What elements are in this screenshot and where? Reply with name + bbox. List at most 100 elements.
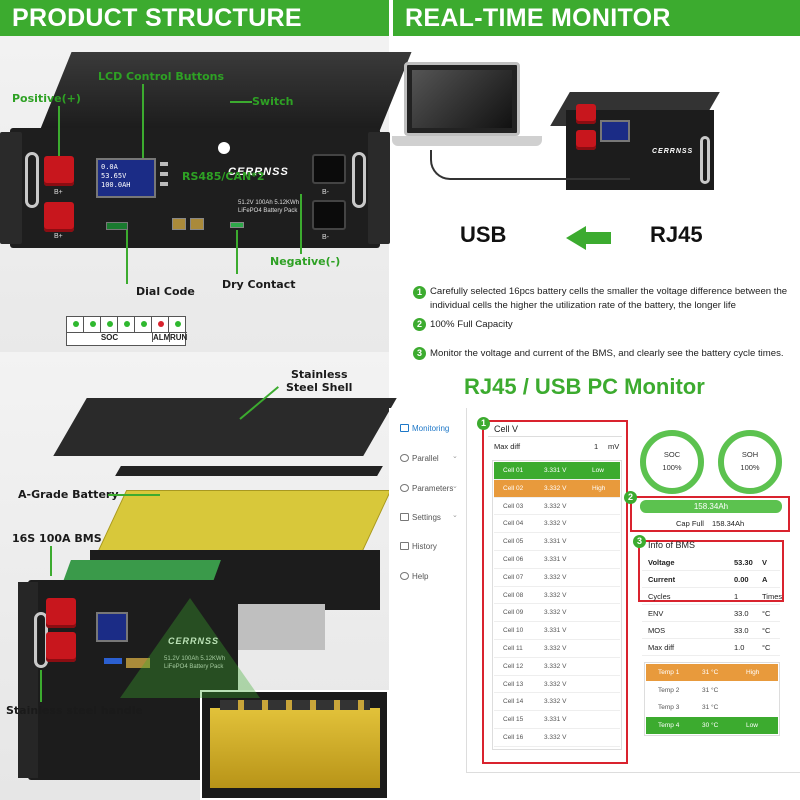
led-dot: [158, 321, 164, 327]
cell-name: Cell 04: [503, 520, 524, 528]
cellv-frame: [482, 420, 628, 764]
negative-terminal-bottom: [312, 200, 346, 230]
leader-switch: [230, 101, 252, 103]
nav-history[interactable]: History: [412, 542, 437, 551]
cell-name: Cell 02: [503, 484, 524, 492]
label-positive: Positive(+): [12, 92, 81, 105]
monitor-pos-1: [576, 104, 596, 124]
bms-row-label: MOS: [648, 626, 666, 635]
chevron-down-icon: ⌄: [452, 483, 458, 490]
bullet-1-line2: individual cells the higher the utilizat…: [430, 300, 736, 311]
label-rs485: RS485/CAN*2: [182, 170, 265, 183]
brand-logo-exploded: CERRNSS: [168, 636, 220, 646]
positive-terminal-exploded-1: [46, 598, 76, 628]
heatsink: [225, 604, 325, 650]
nav-parallel[interactable]: Parallel: [412, 454, 439, 463]
capacity-bar: 158.34Ah: [640, 500, 782, 513]
lcd-button-1[interactable]: [160, 162, 168, 166]
cell-name: Cell 05: [503, 538, 524, 546]
bms-row-unit: °C: [762, 609, 771, 618]
rs485-port-2[interactable]: [190, 218, 204, 230]
dry-contact-port[interactable]: [230, 222, 244, 228]
bms-row-value: 1.0: [734, 643, 745, 652]
bms-row-value: 33.0: [734, 609, 749, 618]
cell-name: Cell 09: [503, 609, 524, 617]
soh-value: 100%: [740, 463, 760, 472]
spec-line1-exploded: 51.2V 100Ah 5.12KWh: [164, 656, 226, 662]
list-item: ENV 33.0 °C: [642, 605, 780, 622]
cell-name: Cell 01: [503, 467, 524, 474]
parameters-icon: [400, 484, 409, 492]
ports-exploded: [126, 658, 150, 668]
app-sidebar-divider: [466, 408, 467, 773]
lcd-line-capacity: 100.0AH: [101, 181, 131, 189]
temps-table: [644, 662, 780, 736]
monitor-lcd: [600, 120, 630, 142]
bms-row-label: Current: [648, 575, 676, 584]
led-divider: [67, 332, 187, 333]
table-row: Cell 05 3.331 V: [494, 533, 620, 551]
cellv-divider: [488, 436, 622, 437]
temp-value: 31 °C: [702, 686, 719, 694]
usb-label: USB: [460, 222, 507, 247]
led-soc-3: [101, 317, 118, 332]
bms-row-value: 1: [734, 592, 739, 601]
lcd-button-3[interactable]: [160, 182, 168, 186]
cell-value: 3.331 V: [544, 716, 567, 724]
cell-value: 3.331 V: [544, 627, 567, 635]
led-dot: [73, 321, 79, 327]
handle-right: [352, 152, 366, 208]
bms-row-label: Voltage: [648, 558, 675, 567]
bullet-3-text: Monitor the voltage and current of the B…: [430, 348, 784, 359]
nav-help[interactable]: Help: [412, 572, 429, 581]
rs485-port-1[interactable]: [172, 218, 186, 230]
capacity-frame: [630, 496, 790, 532]
cell-value: 3.332 V: [544, 502, 567, 510]
leader-battery: [108, 494, 160, 496]
soc-ring: [640, 430, 704, 494]
monitor-title: RJ45 / USB PC Monitor: [464, 374, 705, 399]
temp-value: 30 °C: [702, 721, 719, 729]
arrow-head-icon: [566, 226, 586, 250]
nav-monitoring[interactable]: Monitoring: [412, 424, 450, 433]
soh-ring: [718, 430, 782, 494]
label-dry-contact: Dry Contact: [222, 278, 296, 291]
bms-row-label: Max diff: [648, 643, 675, 652]
badge-3-icon: 3: [633, 535, 646, 548]
settings-icon: [400, 513, 409, 521]
led-dot: [141, 321, 147, 327]
bms-row-unit: °C: [762, 626, 771, 635]
battery-spec-line2: LiFePO4 Battery Pack: [238, 208, 298, 214]
led-soc-5: [135, 317, 152, 332]
cell-value: 3.331 V: [544, 538, 567, 546]
lcd-button-2[interactable]: [160, 172, 168, 176]
nav-settings[interactable]: Settings: [412, 513, 441, 522]
temp-status: Low: [746, 721, 758, 729]
cell-name: Cell 11: [503, 645, 523, 652]
positive-terminal-top: [44, 156, 74, 186]
rj45-label: RJ45: [650, 222, 703, 247]
bms-row-label: ENV: [648, 609, 664, 618]
cells-table: [492, 460, 622, 750]
leader-dry: [236, 230, 238, 274]
bullet-3-icon: 3: [413, 347, 426, 360]
led-soc-2: [84, 317, 101, 332]
chevron-down-icon: ⌄: [452, 512, 458, 519]
dial-code-switch[interactable]: [106, 222, 128, 230]
led-dot: [107, 321, 113, 327]
laptop-display: [412, 70, 512, 128]
badge-1-icon: 1: [477, 417, 490, 430]
power-switch-icon[interactable]: [218, 142, 230, 154]
nav-parameters[interactable]: Parameters: [412, 484, 454, 493]
label-a-grade-battery: A-Grade Battery: [18, 488, 119, 501]
bms-row-unit: °C: [762, 643, 771, 652]
led-alm: [152, 317, 169, 332]
